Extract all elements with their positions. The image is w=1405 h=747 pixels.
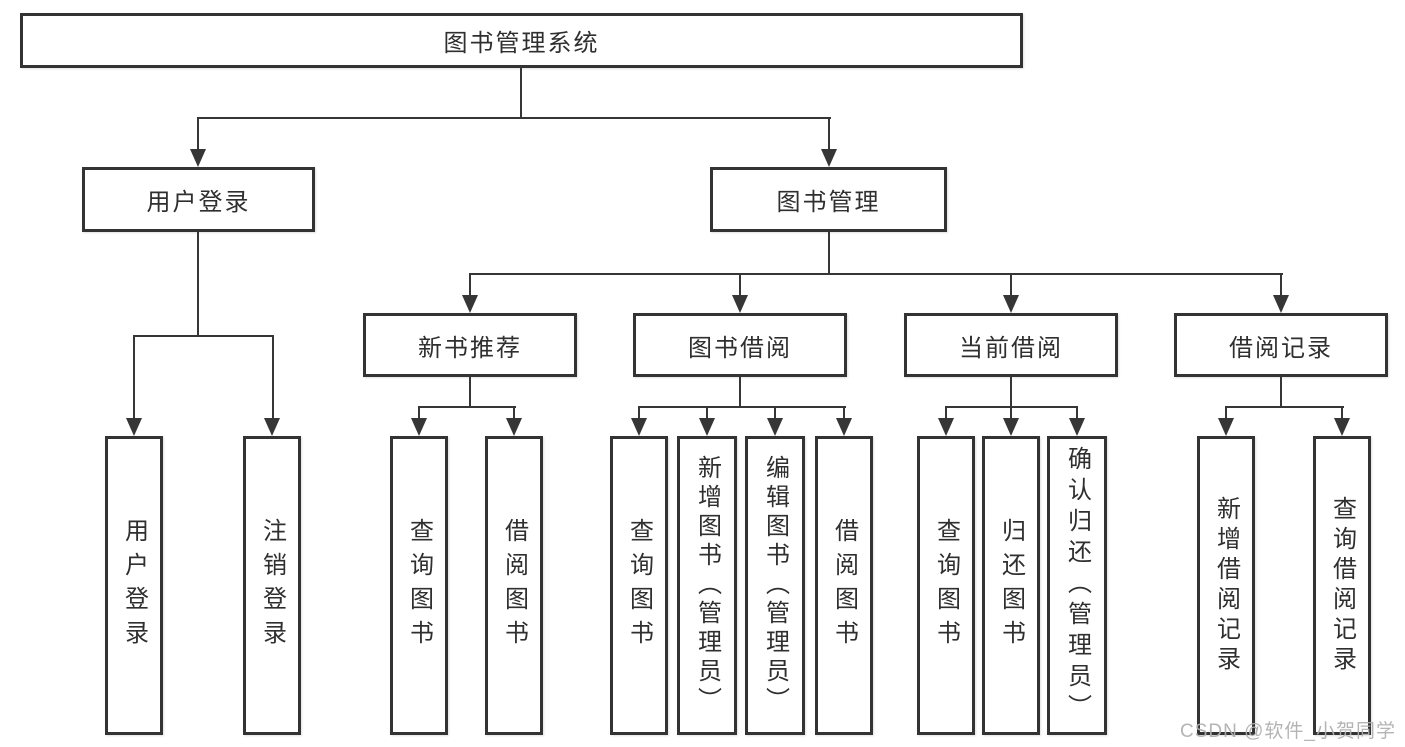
leaf-query-books-recommend: 查询图书 xyxy=(390,436,448,735)
leaf-query-books-borrowing-label: 查询图书 xyxy=(625,517,653,654)
arrow-down-icon xyxy=(126,418,142,436)
arrow-down-icon xyxy=(836,418,852,436)
connector-line xyxy=(1341,406,1343,420)
leaf-return-books: 归还图书 xyxy=(982,436,1040,735)
leaf-borrow-books-recommend: 借阅图书 xyxy=(485,436,543,735)
node-book-management: 图书管理 xyxy=(710,167,947,232)
arrow-down-icon xyxy=(411,418,427,436)
leaf-edit-book-admin-label: 编辑图书（管理员） xyxy=(761,455,789,716)
leaf-add-book-admin: 新增图书（管理员） xyxy=(677,436,737,735)
arrow-down-icon xyxy=(190,149,206,167)
leaf-query-borrow-record: 查询借阅记录 xyxy=(1313,436,1371,735)
arrow-down-icon xyxy=(1334,418,1350,436)
node-library-system-label: 图书管理系统 xyxy=(443,30,600,57)
leaf-add-book-admin-label: 新增图书（管理员） xyxy=(693,455,721,716)
leaf-logout-label: 注销登录 xyxy=(258,517,286,654)
leaf-add-borrow-record: 新增借阅记录 xyxy=(1197,436,1255,735)
leaf-query-books-current: 查询图书 xyxy=(917,436,975,735)
node-user-login: 用户登录 xyxy=(82,167,315,232)
connector-line xyxy=(520,67,522,119)
leaf-edit-book-admin: 编辑图书（管理员） xyxy=(745,436,805,735)
connector-line xyxy=(469,273,1283,275)
connector-line xyxy=(774,406,776,420)
arrow-down-icon xyxy=(1218,418,1234,436)
connector-line xyxy=(945,406,947,420)
connector-line xyxy=(1010,406,1012,420)
connector-line xyxy=(1280,273,1282,297)
connector-line xyxy=(133,335,274,337)
connector-line xyxy=(828,232,830,275)
leaf-add-borrow-record-label: 新增借阅记录 xyxy=(1212,495,1240,676)
connector-line xyxy=(1280,377,1282,408)
leaf-confirm-return-admin-label: 确认归还（管理员） xyxy=(1063,446,1091,725)
arrow-down-icon xyxy=(1273,295,1289,313)
connector-line xyxy=(469,273,471,297)
arrow-down-icon xyxy=(699,418,715,436)
node-library-system: 图书管理系统 xyxy=(20,13,1023,68)
node-book-management-label: 图书管理 xyxy=(776,189,881,216)
leaf-borrow-books-borrowing: 借阅图书 xyxy=(815,436,873,735)
connector-line xyxy=(418,406,516,408)
arrow-down-icon xyxy=(506,418,522,436)
node-book-borrowing: 图书借阅 xyxy=(633,313,847,377)
connector-line xyxy=(133,335,135,420)
connector-line xyxy=(739,273,741,297)
connector-line xyxy=(1225,406,1344,408)
arrow-down-icon xyxy=(767,418,783,436)
leaf-confirm-return-admin: 确认归还（管理员） xyxy=(1047,436,1107,735)
leaf-query-books-recommend-label: 查询图书 xyxy=(405,517,433,654)
leaf-borrow-books-recommend-label: 借阅图书 xyxy=(500,517,528,654)
arrow-down-icon xyxy=(732,295,748,313)
connector-line xyxy=(828,117,830,152)
connector-line xyxy=(197,117,199,152)
arrow-down-icon xyxy=(631,418,647,436)
node-book-borrowing-label: 图书借阅 xyxy=(688,334,792,362)
node-user-login-label: 用户登录 xyxy=(146,189,251,216)
connector-line xyxy=(513,406,515,420)
connector-line xyxy=(1225,406,1227,420)
connector-line xyxy=(739,377,741,408)
leaf-logout: 注销登录 xyxy=(243,436,301,735)
connector-line xyxy=(1076,406,1078,420)
connector-line xyxy=(706,406,708,420)
arrow-down-icon xyxy=(821,149,837,167)
leaf-borrow-books-borrowing-label: 借阅图书 xyxy=(830,517,858,654)
leaf-user-login: 用户登录 xyxy=(105,436,163,735)
connector-line xyxy=(418,406,420,420)
arrow-down-icon xyxy=(1069,418,1085,436)
arrow-down-icon xyxy=(1003,418,1019,436)
connector-line xyxy=(1010,377,1012,408)
arrow-down-icon xyxy=(1003,295,1019,313)
connector-line xyxy=(197,117,831,119)
connector-line xyxy=(843,406,845,420)
leaf-return-books-label: 归还图书 xyxy=(997,517,1025,654)
connector-line xyxy=(1010,273,1012,297)
arrow-down-icon xyxy=(264,418,280,436)
node-borrow-records-label: 借阅记录 xyxy=(1229,334,1333,362)
leaf-query-books-borrowing: 查询图书 xyxy=(610,436,668,735)
node-new-book-recommend-label: 新书推荐 xyxy=(418,334,522,362)
leaf-user-login-label: 用户登录 xyxy=(120,517,148,654)
watermark-text: CSDN @软件_小贺同学 xyxy=(1180,721,1396,742)
node-borrow-records: 借阅记录 xyxy=(1174,313,1388,377)
node-new-book-recommend: 新书推荐 xyxy=(363,313,577,377)
connector-line xyxy=(197,232,199,337)
leaf-query-borrow-record-label: 查询借阅记录 xyxy=(1328,495,1356,676)
leaf-query-books-current-label: 查询图书 xyxy=(932,517,960,654)
arrow-down-icon xyxy=(938,418,954,436)
connector-line xyxy=(638,406,846,408)
connector-line xyxy=(272,335,274,420)
connector-line xyxy=(469,377,471,408)
connector-line xyxy=(638,406,640,420)
node-current-borrowing-label: 当前借阅 xyxy=(959,334,1063,362)
node-current-borrowing: 当前借阅 xyxy=(904,313,1118,377)
arrow-down-icon xyxy=(462,295,478,313)
